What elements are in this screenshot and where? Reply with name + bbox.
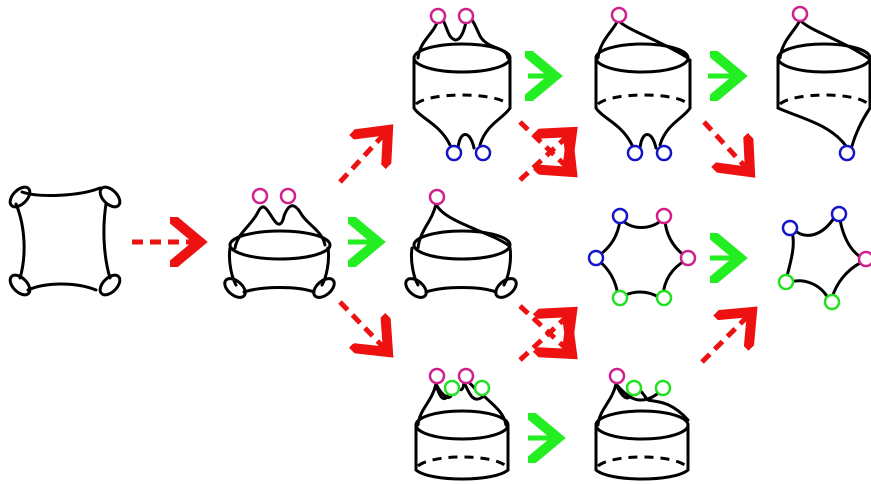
magenta-puncture	[428, 367, 446, 385]
blue-puncture	[830, 205, 848, 223]
surface-two-magenta-two-holes	[223, 187, 336, 299]
green-solid-arrows	[348, 76, 740, 438]
red-dashed-arrow	[518, 312, 572, 362]
magenta-puncture	[610, 6, 628, 24]
magenta-puncture	[857, 250, 871, 268]
cylinder-one-magenta-two-blue	[594, 6, 692, 162]
green-puncture	[625, 379, 643, 397]
blue-puncture	[626, 144, 644, 162]
green-puncture	[823, 293, 841, 311]
magenta-puncture	[429, 7, 447, 25]
blue-puncture	[587, 249, 605, 267]
surface-one-magenta-two-holes	[404, 188, 518, 299]
magenta-puncture	[655, 207, 673, 225]
magenta-puncture	[279, 187, 297, 205]
blue-puncture	[655, 144, 673, 162]
cylinder-one-magenta-one-blue	[776, 5, 871, 162]
pentagon-five-punctures	[777, 205, 871, 311]
cylinder-two-magenta-two-green	[414, 367, 510, 481]
cylinder-one-magenta-two-green	[594, 367, 690, 481]
red-dashed-arrow	[702, 120, 750, 172]
hexagon-six-punctures	[587, 207, 697, 307]
blue-puncture	[838, 144, 856, 162]
magenta-puncture	[791, 5, 809, 23]
magenta-puncture	[457, 7, 475, 25]
magenta-puncture	[251, 187, 269, 205]
green-puncture	[443, 379, 461, 397]
red-dashed-arrow	[518, 132, 572, 182]
blue-puncture	[781, 219, 799, 237]
red-dashed-arrow	[518, 304, 572, 354]
cylinder-two-magenta-two-blue	[412, 7, 512, 162]
green-puncture	[473, 379, 491, 397]
magenta-puncture	[608, 367, 626, 385]
red-dashed-arrow	[338, 300, 388, 352]
green-puncture	[777, 273, 795, 291]
green-puncture	[655, 289, 673, 307]
magenta-puncture	[428, 188, 446, 206]
red-dashed-arrows	[132, 120, 752, 364]
green-puncture	[611, 289, 629, 307]
green-puncture	[654, 379, 672, 397]
red-dashed-arrow	[338, 130, 388, 184]
magenta-puncture	[679, 249, 697, 267]
red-dashed-arrow	[700, 312, 752, 364]
blue-puncture	[611, 207, 629, 225]
magenta-puncture	[457, 367, 475, 385]
red-dashed-arrow	[518, 120, 572, 172]
surface-four-boundary	[8, 185, 122, 297]
blue-puncture	[474, 144, 492, 162]
blue-puncture	[445, 144, 463, 162]
